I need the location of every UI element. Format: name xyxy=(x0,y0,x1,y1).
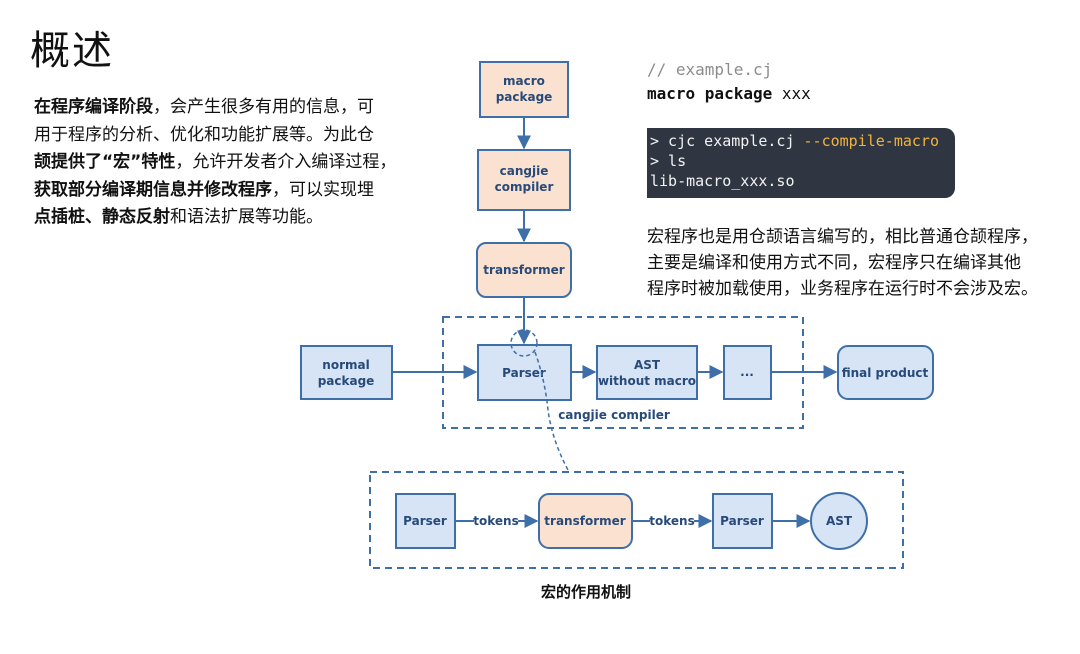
intro-line-1: 在程序编译阶段，会产生很多有用的信息，可 xyxy=(34,94,424,122)
intro-line-3-bold: 颉提供了“宏”特性 xyxy=(34,152,176,172)
ellipsis-node xyxy=(723,345,772,400)
transformer-label: transformer xyxy=(483,263,564,277)
page-title: 概述 xyxy=(30,28,114,74)
tokens-bg-1 xyxy=(474,513,518,529)
cangjie-compiler-node xyxy=(477,149,571,211)
detail-parser-node-2 xyxy=(712,493,773,549)
cangjie-compiler-label-1: cangjie xyxy=(500,164,549,178)
normal-package-label-2: package xyxy=(318,374,375,388)
side-desc-line-1: 宏程序也是用仓颉语言编写的，相比普通仓颉程序， xyxy=(647,227,1038,247)
terminal-block: > cjc example.cj --compile-macro > ls li… xyxy=(647,128,955,198)
intro-line-4-bold: 获取部分编译期信息并修改程序 xyxy=(34,179,272,200)
tokens-label-1: tokens xyxy=(473,514,518,528)
intro-line-1-light: ，会产生很多有用的信息，可 xyxy=(153,97,374,117)
intro-line-5: 点插桩、静态反射和语法扩展等功能。 xyxy=(34,204,424,232)
intro-line-4: 获取部分编译期信息并修改程序，可以实现埋 xyxy=(34,177,424,205)
terminal-line-2: > ls xyxy=(650,152,687,170)
compiler-group-box xyxy=(442,316,804,429)
ast-without-macro-label-2: without macro xyxy=(598,374,696,388)
normal-package-node xyxy=(300,345,393,400)
zoom-circle xyxy=(510,329,538,357)
macro-package-node xyxy=(479,61,569,118)
detail-group-box xyxy=(369,471,904,569)
code-keyword: macro package xyxy=(647,84,773,103)
terminal-flag: --compile-macro xyxy=(803,132,939,150)
detail-parser-label-1: Parser xyxy=(403,514,447,528)
detail-ast-label: AST xyxy=(826,514,853,528)
code-macro-declaration: macro package xxx xyxy=(647,84,811,103)
intro-line-3: 颉提供了“宏”特性，允许开发者介入编译过程， xyxy=(34,149,424,177)
code-comment: // example.cj xyxy=(647,60,773,79)
parser-label: Parser xyxy=(502,366,546,380)
intro-line-3-light: ，允许开发者介入编译过程， xyxy=(175,152,397,172)
cangjie-compiler-label-2: compiler xyxy=(495,180,554,194)
macro-package-label-2: package xyxy=(496,90,553,104)
intro-line-5-bold: 点插桩、静态反射 xyxy=(34,207,170,227)
detail-parser-node-1 xyxy=(395,493,456,549)
terminal-line-1: > cjc example.cj --compile-macro xyxy=(650,131,955,151)
ast-without-macro-node xyxy=(596,345,698,400)
side-description: 宏程序也是用仓颉语言编写的，相比普通仓颉程序， 主要是编译和使用方式不同，宏程序… xyxy=(647,224,1072,302)
intro-line-5-light: 和语法扩展等功能。 xyxy=(170,207,323,227)
tokens-label-2: tokens xyxy=(649,514,694,528)
terminal-line-3: lib-macro_xxx.so xyxy=(650,172,795,190)
macro-package-label-1: macro xyxy=(503,74,545,88)
diagram-caption: 宏的作用机制 xyxy=(540,583,631,601)
side-desc-line-2: 主要是编译和使用方式不同，宏程序只在编译其他 xyxy=(647,253,1021,273)
detail-transformer-label: transformer xyxy=(544,514,625,528)
terminal-cmd-1: > cjc example.cj xyxy=(650,132,804,150)
final-product-label: final product xyxy=(842,366,929,380)
intro-line-2-text: 用于程序的分析、优化和功能扩展等。为此仓 xyxy=(34,124,374,145)
intro-line-1-bold: 在程序编译阶段 xyxy=(34,97,153,117)
intro-line-4-light: ，可以实现埋 xyxy=(272,179,374,200)
detail-parser-label-2: Parser xyxy=(720,514,764,528)
compiler-group-label: cangjie compiler xyxy=(558,408,670,422)
normal-package-label-1: normal xyxy=(322,358,369,372)
ast-without-macro-label-1: AST xyxy=(634,358,661,372)
side-desc-line-3: 程序时被加载使用，业务程序在运行时不会涉及宏。 xyxy=(647,279,1038,299)
intro-line-2: 用于程序的分析、优化和功能扩展等。为此仓 xyxy=(34,122,424,150)
ellipsis-label: ... xyxy=(740,365,754,379)
detail-ast-node xyxy=(810,492,868,550)
zoom-connector xyxy=(534,351,569,471)
intro-paragraph: 在程序编译阶段，会产生很多有用的信息，可 用于程序的分析、优化和功能扩展等。为此… xyxy=(34,94,424,232)
tokens-bg-2 xyxy=(650,513,694,529)
final-product-node xyxy=(837,345,934,400)
code-package-name: xxx xyxy=(772,84,811,103)
